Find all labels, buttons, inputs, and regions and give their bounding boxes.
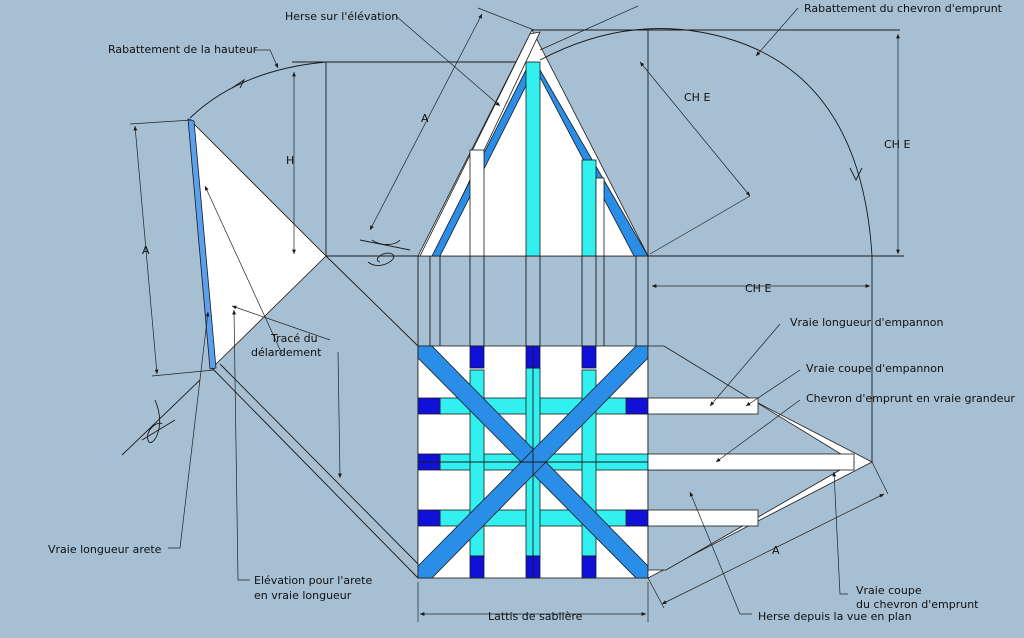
- stud-cyan-center: [525, 61, 541, 257]
- plan-group: [417, 345, 649, 622]
- label-chevron-vraie-grandeur: Chevron d'emprunt en vraie grandeur: [806, 392, 1015, 405]
- rabattement-hauteur-arc: [189, 61, 327, 119]
- leader-line: [231, 305, 331, 341]
- label-rabattement-hauteur: Rabattement de la hauteur: [108, 43, 258, 56]
- post-navy: [625, 509, 649, 527]
- label-rabattement-chevron: Rabattement du chevron d'emprunt: [804, 2, 1003, 15]
- diagonal-edge: [211, 367, 419, 579]
- labels: Herse sur l'élévation Rabattement du che…: [48, 2, 1015, 623]
- stud-white-thin: [595, 177, 605, 257]
- dimension-a-bottom: [661, 493, 885, 605]
- label-trace-2: délardement: [251, 346, 322, 359]
- label-a-left: A: [142, 244, 150, 257]
- label-vraie-coupe-chevron-2: du chevron d'emprunt: [856, 598, 979, 611]
- extension-line: [647, 577, 665, 609]
- extension-line: [871, 461, 889, 495]
- post-navy: [469, 345, 485, 369]
- label-herse-elevation: Herse sur l'élévation: [285, 10, 398, 23]
- label-herse-plan: Herse depuis la vue en plan: [758, 610, 912, 623]
- label-trace-1: Tracé du: [270, 332, 318, 345]
- label-ch-e-right: CH E: [884, 138, 910, 151]
- extension-line: [539, 5, 639, 51]
- label-ch-e-top: CH E: [684, 91, 710, 104]
- label-elevation-arete-1: Elévation pour l'arete: [254, 574, 372, 587]
- empannon-upper: [647, 397, 759, 415]
- label-ch-e-mid: CH E: [745, 282, 771, 295]
- label-vraie-longueur-empannon: Vraie longueur d'empannon: [790, 316, 943, 329]
- cut-mark-left: [121, 379, 201, 456]
- arc-arrowhead: [231, 78, 246, 89]
- dimension-a-top: [369, 13, 483, 231]
- cut-mark-mid: [359, 239, 411, 266]
- herse-plan-group: [647, 345, 889, 609]
- leader-lines: [168, 7, 848, 615]
- post-navy: [469, 555, 485, 579]
- arete-true-length-group: [121, 61, 425, 579]
- diagonal-edge: [219, 363, 425, 571]
- rabattement-chevron-arc: [539, 28, 873, 257]
- diagonal-edge: [325, 255, 419, 347]
- arc-arrowhead: [849, 167, 863, 182]
- extension-line: [151, 369, 215, 377]
- dimension-a-left: [133, 125, 159, 375]
- extension-line: [477, 7, 535, 31]
- label-vraie-coupe-empannon: Vraie coupe d'empannon: [806, 362, 944, 375]
- label-a-bottom: A: [772, 544, 780, 557]
- chevron-emprunt-true-size: [647, 453, 855, 471]
- label-a-top: A: [421, 112, 429, 125]
- extension-line: [129, 119, 193, 125]
- post-navy: [625, 397, 649, 415]
- dimension-ch-e-diag: [639, 61, 751, 197]
- label-vraie-coupe-chevron-1: Vraie coupe: [856, 584, 922, 597]
- post-navy: [581, 555, 597, 579]
- label-elevation-arete-2: en vraie longueur: [254, 589, 352, 602]
- stud-white: [469, 149, 485, 257]
- elevation-group: [369, 5, 904, 462]
- label-h: H: [286, 154, 294, 167]
- label-lattis: Lattis de sablière: [488, 610, 583, 623]
- stud-cyan: [581, 159, 597, 257]
- post-navy: [417, 509, 441, 527]
- extension-line: [649, 195, 751, 255]
- post-navy: [581, 345, 597, 369]
- post-navy: [417, 397, 441, 415]
- label-vraie-longueur-arete: Vraie longueur arete: [48, 543, 162, 556]
- leader-line: [204, 185, 283, 355]
